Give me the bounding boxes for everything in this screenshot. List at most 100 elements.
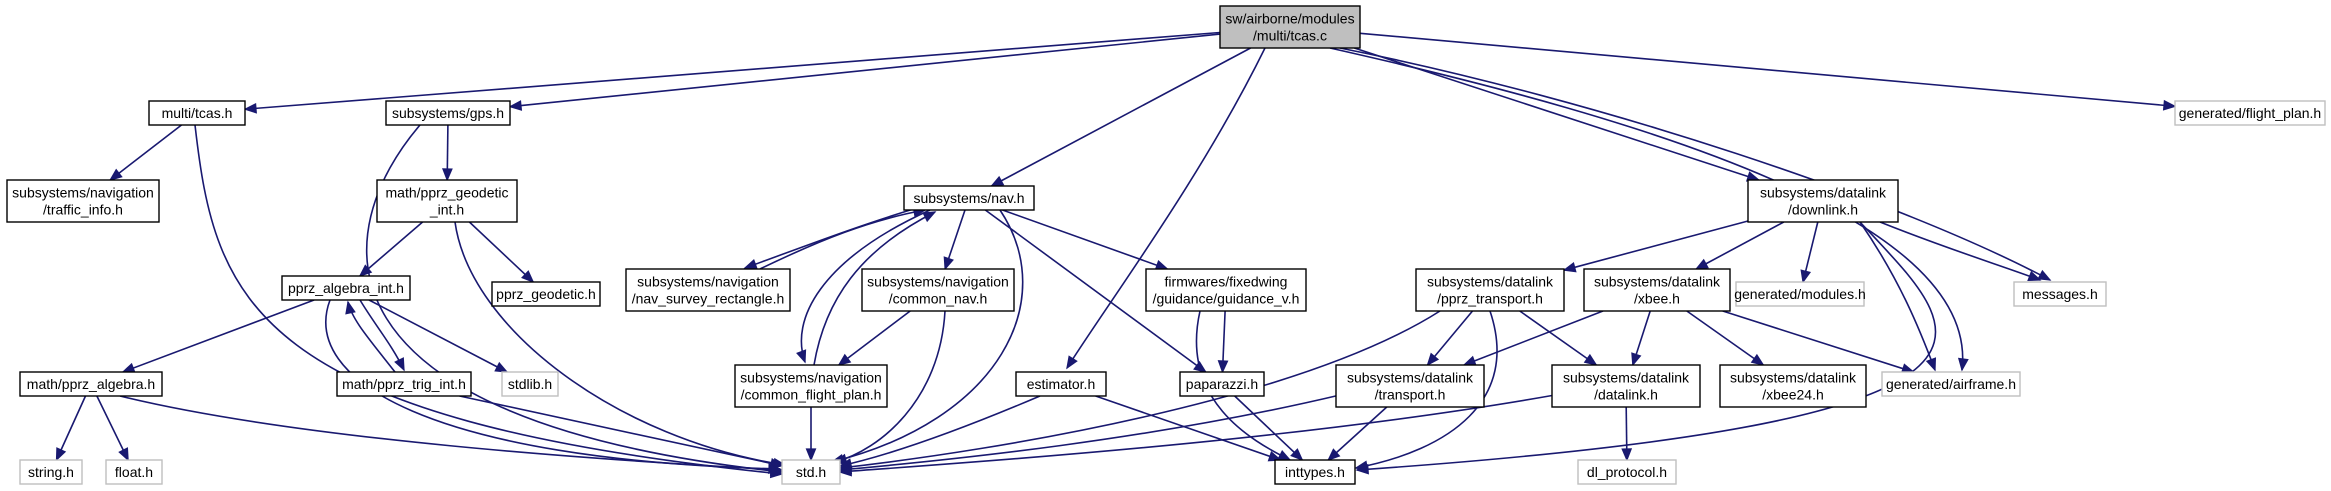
edge-line — [1234, 395, 1303, 461]
node-label: estimator.h — [1027, 376, 1095, 392]
edge-line — [109, 124, 182, 181]
edge-arrowhead — [121, 362, 136, 373]
node-box — [491, 281, 601, 307]
graph-node-pprz-transport-h[interactable]: subsystems/datalink/pprz_transport.h — [1415, 268, 1565, 312]
edge-line — [119, 395, 783, 471]
edge-downlink-h-to-airframe-h — [1859, 221, 1937, 372]
edge-line — [1859, 221, 1936, 371]
graph-node-airframe-h[interactable]: generated/airframe.h — [1881, 371, 2021, 397]
edge-line — [122, 299, 315, 373]
node-box — [781, 459, 841, 485]
edge-arrowhead — [1277, 450, 1292, 461]
edge-line — [1426, 310, 1474, 366]
graph-node-inttypes-h[interactable]: inttypes.h — [1274, 459, 1356, 485]
node-label: /pprz_transport.h — [1437, 291, 1543, 307]
graph-node-dl-protocol-h[interactable]: dl_protocol.h — [1577, 459, 1677, 485]
graph-node-downlink-h[interactable]: subsystems/datalink/downlink.h — [1747, 179, 1899, 223]
graph-node-xbee-h[interactable]: subsystems/datalink/xbee.h — [1583, 268, 1731, 312]
graph-node-nav-survey-rectangle-h[interactable]: subsystems/navigation/nav_survey_rectang… — [625, 268, 791, 312]
edge-arrowhead — [1462, 355, 1477, 366]
node-label: subsystems/datalink — [1594, 274, 1721, 290]
edge-arrowhead — [1354, 460, 1369, 472]
edge-line — [839, 394, 1556, 473]
edge-gps-h-to-pprz-geodetic-int-h — [442, 124, 453, 182]
edge-pprz-geodetic-int-h-to-pprz-algebra-int-h — [358, 221, 424, 278]
edge-line — [1095, 395, 1281, 461]
graph-node-transport-h[interactable]: subsystems/datalink/transport.h — [1335, 364, 1485, 408]
edge-arrowhead — [837, 353, 852, 366]
edge-arrowhead — [494, 361, 509, 373]
graph-node-std-h[interactable]: std.h — [781, 459, 841, 485]
node-label: subsystems/nav.h — [913, 190, 1024, 206]
graph-node-pprz-algebra-h[interactable]: math/pprz_algebra.h — [19, 371, 163, 397]
edge-line — [359, 221, 424, 277]
graph-node-nav-h[interactable]: subsystems/nav.h — [903, 185, 1035, 211]
edge-line — [1695, 221, 1785, 270]
graph-node-common-nav-h[interactable]: subsystems/navigation/common_nav.h — [861, 268, 1015, 312]
node-label: firmwares/fixedwing — [1165, 274, 1288, 290]
node-box — [376, 179, 518, 223]
node-label: std.h — [796, 464, 826, 480]
node-label: /common_flight_plan.h — [741, 387, 882, 403]
edge-pprz-trig-int-h-to-pprz-algebra-int-h — [345, 300, 396, 373]
graph-node-traffic-info-h[interactable]: subsystems/navigation/traffic_info.h — [6, 179, 160, 223]
edge-nav-h-to-common-nav-h — [943, 209, 966, 271]
node-label: /guidance/guidance_v.h — [1153, 291, 1300, 307]
edge-root-to-gps-h — [508, 33, 1221, 111]
node-label: /datalink.h — [1594, 387, 1658, 403]
graph-node-estimator-h[interactable]: estimator.h — [1015, 371, 1107, 397]
graph-node-float-h[interactable]: float.h — [105, 459, 163, 485]
node-box — [148, 100, 246, 126]
node-label: stdlib.h — [508, 376, 552, 392]
graph-node-flight-plan-h[interactable]: generated/flight_plan.h — [2174, 100, 2326, 126]
graph-node-string-h[interactable]: string.h — [19, 459, 83, 485]
node-box — [1335, 364, 1485, 408]
edge-line — [744, 207, 918, 269]
edge-line — [1356, 221, 1937, 471]
edge-line — [1722, 310, 1914, 373]
graph-node-tcas-h[interactable]: multi/tcas.h — [148, 100, 246, 126]
node-box — [903, 185, 1035, 211]
edge-line — [366, 124, 783, 473]
edge-line — [1002, 209, 1168, 270]
graph-node-xbee24-h[interactable]: subsystems/datalink/xbee24.h — [1719, 364, 1867, 408]
edge-pprz-algebra-int-h-to-pprz-trig-int-h — [359, 299, 405, 372]
edge-line — [838, 310, 911, 366]
edge-arrowhead — [2162, 99, 2177, 111]
edge-common-nav-h-to-common-flight-plan-h — [837, 310, 911, 366]
graph-node-pprz-algebra-int-h[interactable]: pprz_algebra_int.h — [281, 275, 411, 301]
graph-node-paparazzi-h[interactable]: paparazzi.h — [1179, 371, 1265, 397]
graph-node-common-flight-plan-h[interactable]: subsystems/navigation/common_flight_plan… — [734, 364, 888, 408]
graph-node-guidance-v-h[interactable]: firmwares/fixedwing/guidance/guidance_v.… — [1145, 268, 1307, 312]
node-box — [385, 100, 511, 126]
node-label: multi/tcas.h — [162, 105, 233, 121]
edge-line — [1563, 220, 1749, 271]
node-box — [1735, 281, 1865, 307]
edge-root-to-tcas-h — [243, 31, 1221, 114]
node-label: paparazzi.h — [1186, 376, 1258, 392]
edge-line — [244, 31, 1221, 110]
node-box — [1577, 459, 1677, 485]
graph-node-pprz-geodetic-h[interactable]: pprz_geodetic.h — [491, 281, 601, 307]
edge-xbee-h-to-transport-h — [1462, 310, 1604, 366]
graph-node-gps-h[interactable]: subsystems/gps.h — [385, 100, 511, 126]
graph-node-messages-h[interactable]: messages.h — [2013, 281, 2107, 307]
edge-common-flight-plan-h-to-nav-h — [813, 211, 937, 366]
node-label: subsystems/datalink — [1427, 274, 1554, 290]
edge-arrowhead — [1800, 269, 1812, 284]
graph-node-pprz-geodetic-int-h[interactable]: math/pprz_geodetic_int.h — [376, 179, 518, 223]
graph-node-datalink-h[interactable]: subsystems/datalink/datalink.h — [1551, 364, 1701, 408]
node-label: /nav_survey_rectangle.h — [632, 291, 785, 307]
edge-arrowhead — [1327, 448, 1341, 462]
edge-line — [834, 310, 946, 463]
graph-node-stdlib-h[interactable]: stdlib.h — [501, 371, 559, 397]
edge-xbee-h-to-xbee24-h — [1686, 310, 1765, 366]
graph-node-pprz-trig-int-h[interactable]: math/pprz_trig_int.h — [336, 371, 472, 397]
graph-node-root[interactable]: sw/airborne/modules/multi/tcas.c — [1219, 5, 1361, 49]
edge-line — [839, 395, 1041, 467]
edge-xbee-h-to-datalink-h — [1631, 310, 1651, 367]
graph-node-modules-h[interactable]: generated/modules.h — [1734, 281, 1866, 307]
edge-nav-h-to-nav-survey-rectangle-h — [743, 207, 918, 270]
edge-line — [1879, 221, 2041, 281]
node-label: subsystems/datalink — [1563, 370, 1690, 386]
